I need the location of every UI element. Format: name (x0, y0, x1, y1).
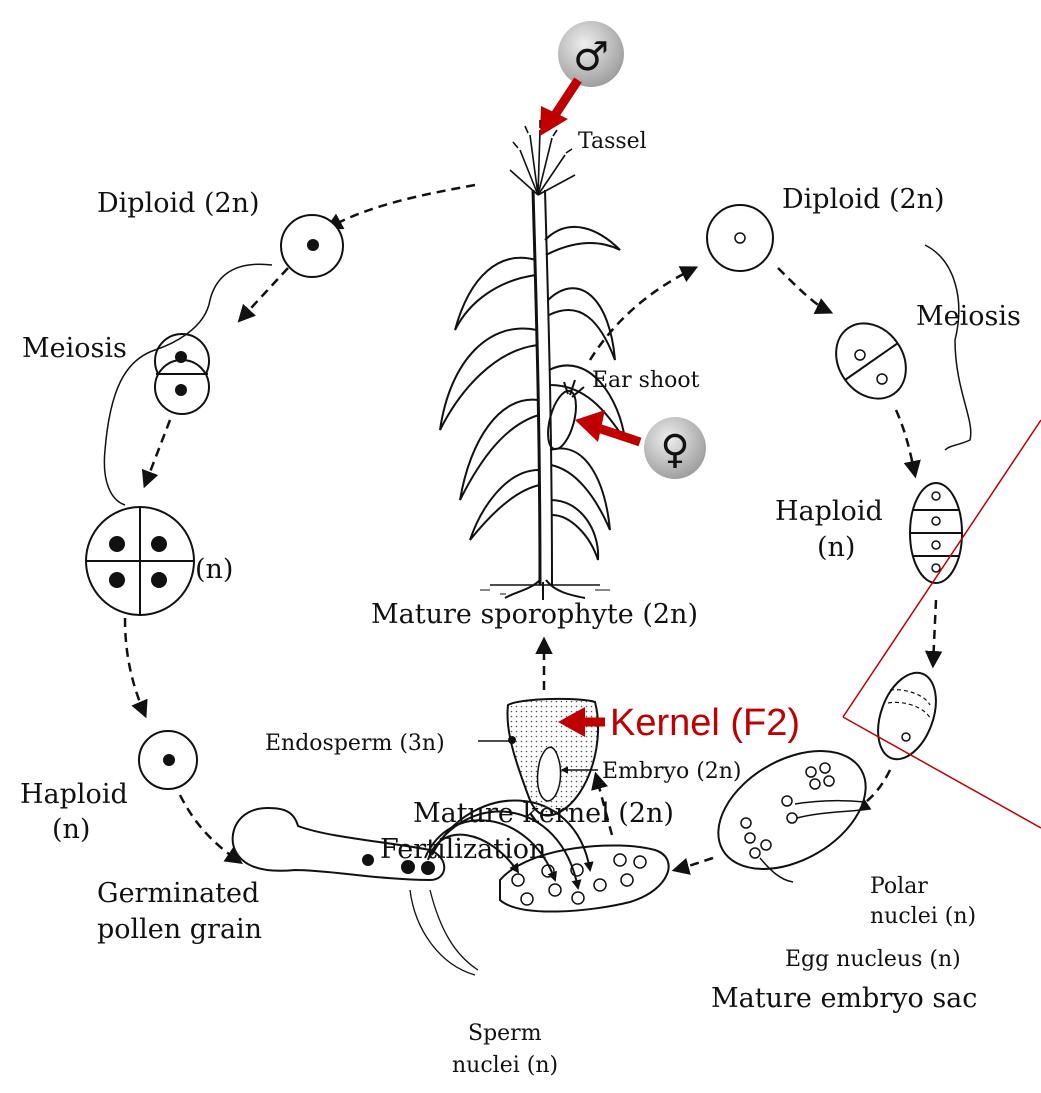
male-meiosis-label: Meiosis (22, 333, 127, 364)
germinated-label-line1: Germinated (97, 878, 259, 909)
arrow-tetrad-to-megaspore (933, 600, 936, 665)
zoom-callout-lines (843, 420, 1041, 828)
female-dyad-cell (822, 310, 920, 412)
female-diploid-cell (707, 205, 773, 271)
meiosis-bracket-right (925, 245, 971, 450)
tassel-label: Tassel (578, 129, 647, 154)
egg-nucleus-label: Egg nucleus (n) (785, 947, 961, 972)
male-tetrad-cell (86, 507, 194, 615)
polar-label-line2: nuclei (n) (870, 904, 976, 929)
tetrad-ploidy-label: (n) (195, 554, 233, 585)
arrow-tetrad-to-haploid (125, 618, 145, 715)
male-symbol-badge: ♂ (558, 21, 624, 87)
female-tetrad-cell (910, 483, 962, 583)
kernel-f2-label: Kernel (F2) (610, 702, 800, 744)
arrow-embryo-sac-to-ovule (675, 858, 713, 870)
corn-plant-illustration (440, 120, 625, 600)
sperm-label-line1: Sperm (468, 1021, 542, 1046)
male-diploid-cell (281, 215, 343, 277)
sperm-label-line2: nuclei (n) (452, 1053, 558, 1078)
arrow-tassel-to-diploid (328, 185, 475, 228)
embryo-label: Embryo (2n) (602, 759, 742, 784)
mature-kernel-label: Mature kernel (2n) (413, 798, 674, 829)
fertilization-label: Fertilization (380, 834, 546, 865)
female-haploid-ploidy: (n) (817, 532, 855, 563)
mature-sporophyte-label: Mature sporophyte (2n) (371, 599, 698, 630)
arrow-ear-to-diploid (590, 268, 695, 360)
male-haploid-cell (139, 731, 197, 789)
arrow-dyad-to-tetrad (145, 420, 170, 485)
arrow-dyad-to-tetrad-right (896, 410, 915, 475)
male-haploid-label: Haploid (20, 779, 128, 810)
male-symbol-icon: ♂ (573, 34, 609, 80)
female-diploid-label: Diploid (2n) (782, 184, 945, 215)
male-diploid-label: Diploid (2n) (97, 188, 260, 219)
arrow-diploid-to-dyad (240, 268, 288, 320)
female-symbol-icon: ♀ (660, 427, 689, 473)
female-meiosis-label: Meiosis (916, 301, 1021, 332)
male-dyad-cell (155, 334, 209, 414)
female-megaspore-cell (867, 665, 947, 767)
endosperm-label: Endosperm (3n) (265, 731, 445, 756)
male-red-arrow (540, 80, 578, 136)
mature-embryo-sac (698, 727, 887, 894)
sperm-leader-lines (410, 890, 478, 975)
female-haploid-label: Haploid (775, 496, 883, 527)
male-haploid-ploidy: (n) (52, 814, 90, 845)
arrow-haploid-to-pollen (180, 795, 240, 862)
polar-label-line1: Polar (870, 874, 928, 899)
mature-embryo-sac-label: Mature embryo sac (711, 983, 977, 1014)
arrow-diploid-to-dyad-right (778, 268, 830, 312)
germinated-label-line2: pollen grain (97, 914, 262, 945)
female-symbol-badge: ♀ (644, 417, 706, 479)
ear-shoot-label: Ear shoot (592, 368, 700, 393)
